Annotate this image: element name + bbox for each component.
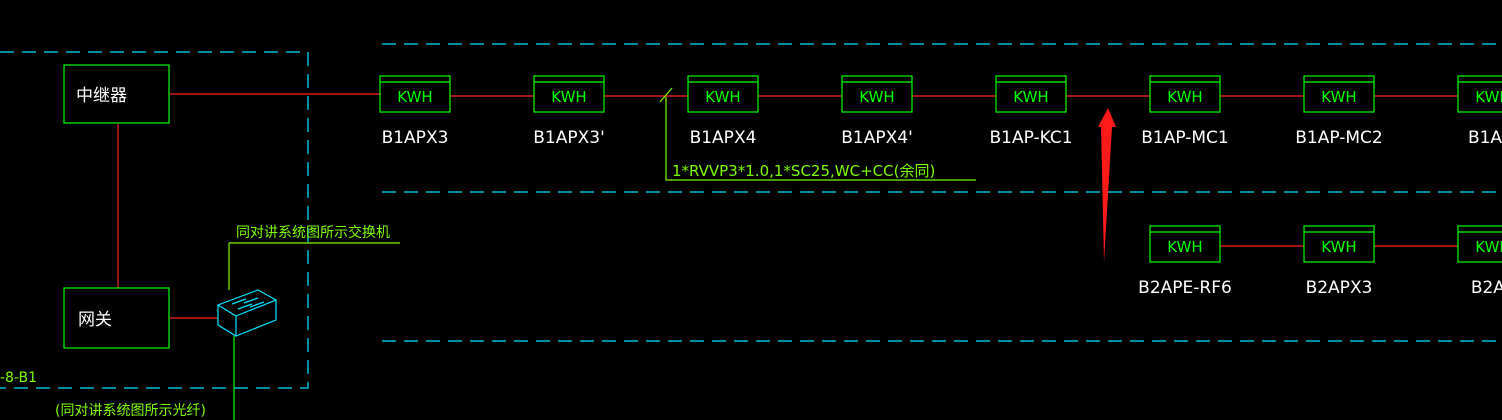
gateway-label: 网关 xyxy=(78,310,112,330)
cable-note-leader xyxy=(665,97,976,181)
meter-1-1: KWH B1APX3' xyxy=(533,75,605,148)
network-switch-icon xyxy=(216,289,278,338)
repeater-box xyxy=(63,64,170,124)
meter-name-label: B1AP-MC2 xyxy=(1295,128,1382,148)
meter-kwh-label: KWH xyxy=(1013,88,1048,106)
meter-box xyxy=(1149,75,1221,113)
meter-box xyxy=(995,75,1067,113)
floor-label: -8-B1 xyxy=(0,370,37,386)
meter-1-4: KWH B1AP-KC1 xyxy=(989,75,1073,148)
meter-name-label: B1APX3' xyxy=(533,128,605,148)
meter-1-5: KWH B1AP-MC1 xyxy=(1141,75,1229,148)
meter-box xyxy=(1457,225,1502,263)
meter-1-0: KWH B1APX3 xyxy=(379,75,451,148)
meter-name-label: B2APX3 xyxy=(1306,278,1373,298)
meter-kwh-label: KWH xyxy=(1321,88,1356,106)
meter-name-label: B1AP- xyxy=(1468,128,1502,148)
switch-note: 同对讲系统图所示交换机 xyxy=(236,224,390,241)
meter-box xyxy=(533,75,605,113)
meter-box xyxy=(1303,75,1375,113)
meter-2-0: KWH B2APE-RF6 xyxy=(1138,225,1232,298)
fiber-note: (同对讲系统图所示光纤) xyxy=(55,403,206,419)
meter-kwh-label: KWH xyxy=(1475,88,1502,106)
meter-kwh-label: KWH xyxy=(1321,238,1356,256)
repeater-label: 中继器 xyxy=(76,86,127,106)
meter-1-6: KWH B1AP-MC2 xyxy=(1295,75,1383,148)
left-panel-boundary xyxy=(0,51,309,389)
meter-kwh-label: KWH xyxy=(397,88,432,106)
meter-1-2: KWH B1APX4 xyxy=(687,75,759,148)
meter-kwh-label: KWH xyxy=(1475,238,1502,256)
meter-kwh-label: KWH xyxy=(1167,88,1202,106)
meter-1-7: KWH B1AP- xyxy=(1457,75,1502,148)
meter-kwh-label: KWH xyxy=(705,88,740,106)
arrow-icon xyxy=(1098,108,1116,262)
meter-box xyxy=(1457,75,1502,113)
meter-1-3: KWH B1APX4' xyxy=(841,75,913,148)
meter-box xyxy=(841,75,913,113)
meter-2-1: KWH B2APX3 xyxy=(1303,225,1375,298)
bus-lines xyxy=(450,95,1458,247)
meter-kwh-label: KWH xyxy=(859,88,894,106)
dashed-boundaries xyxy=(0,43,1502,389)
meter-kwh-label: KWH xyxy=(551,88,586,106)
meter-name-label: B2APE-RF6 xyxy=(1138,278,1232,298)
cable-note: 1*RVVP3*1.0,1*SC25,WC+CC(余同) xyxy=(672,162,935,180)
meters: KWHB1APX3KWHB1APX3'KWHB1APX4KWHB1APX4'KW… xyxy=(379,75,1502,298)
meter-name-label: B1APX3 xyxy=(382,128,449,148)
gateway-box xyxy=(63,287,170,349)
meter-box xyxy=(687,75,759,113)
meter-name-label: B1AP-MC1 xyxy=(1141,128,1228,148)
meter-name-label: B1AP-KC1 xyxy=(989,128,1072,148)
meter-box xyxy=(1149,225,1221,263)
meter-name-label: B1APX4 xyxy=(690,128,757,148)
left-panel-wiring xyxy=(117,93,381,319)
cable-tick xyxy=(659,87,673,103)
meter-kwh-label: KWH xyxy=(1167,238,1202,256)
meter-box xyxy=(1303,225,1375,263)
meter-box xyxy=(379,75,451,113)
meter-2-2: KWH B2AP xyxy=(1457,225,1502,298)
meter-name-label: B2AP xyxy=(1471,278,1502,298)
meter-name-label: B1APX4' xyxy=(841,128,913,148)
